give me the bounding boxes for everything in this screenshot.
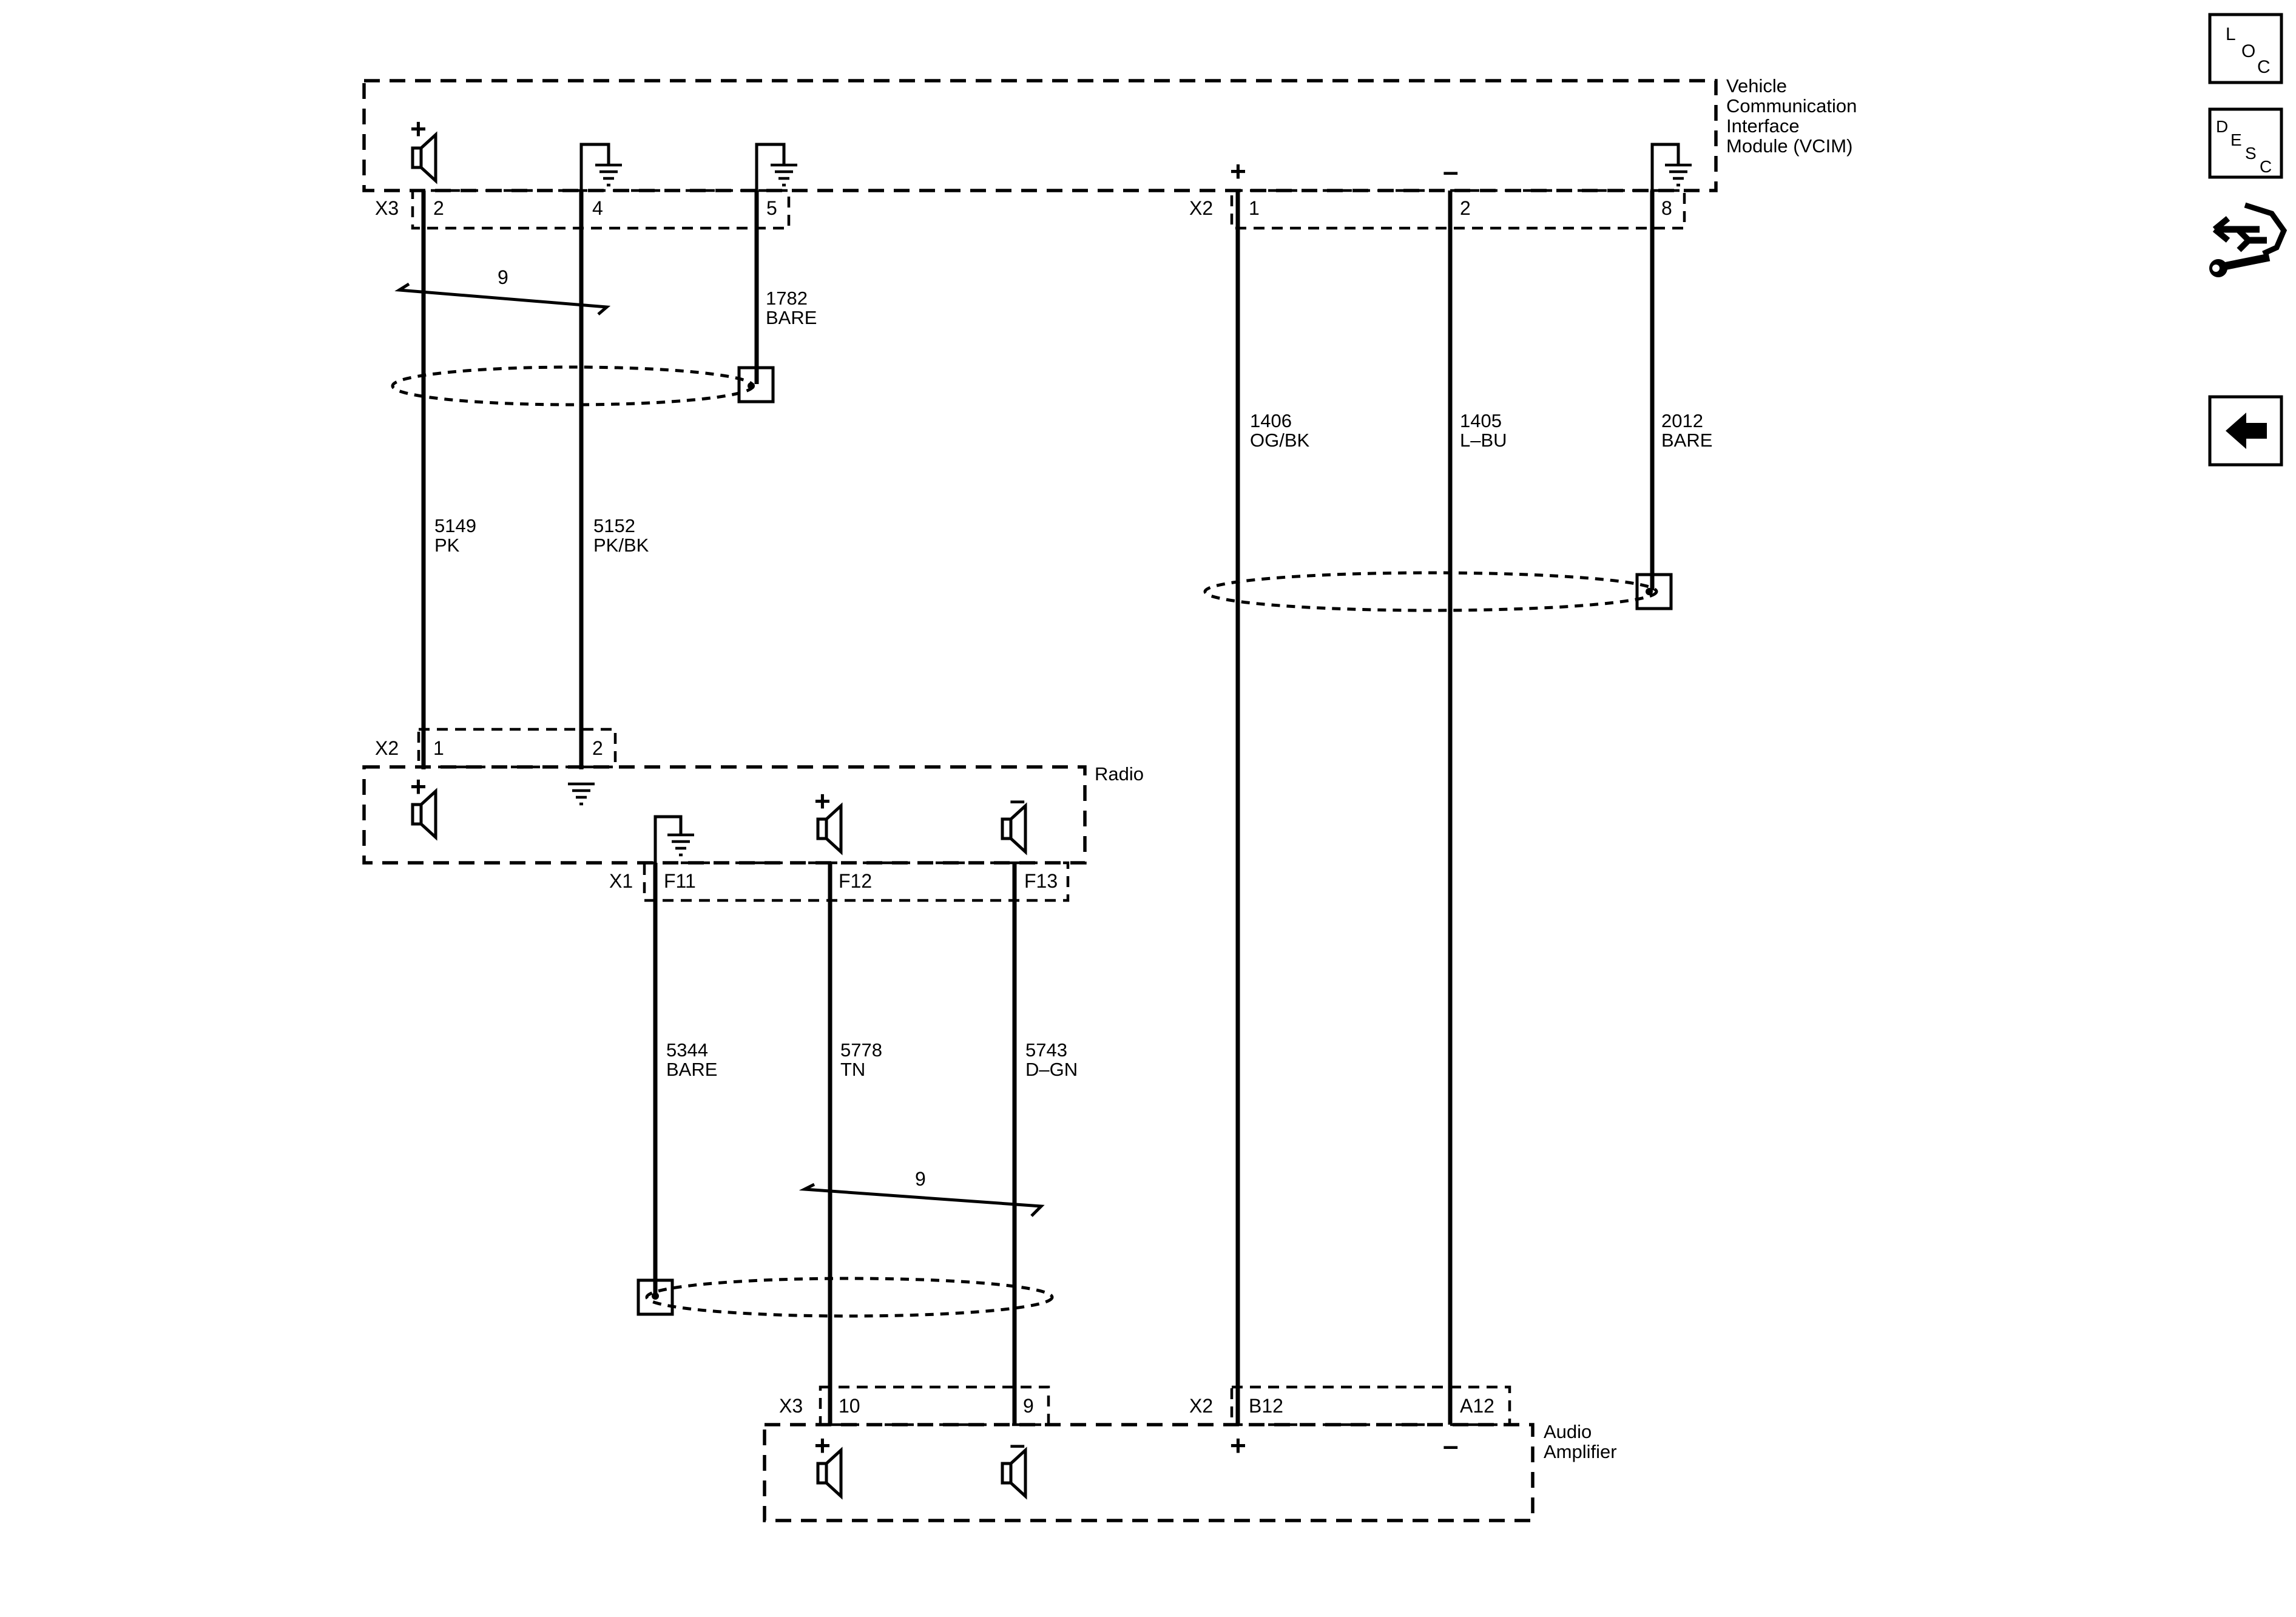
twist-count-lower: 9 <box>915 1168 926 1190</box>
vcim-module-outline <box>362 79 1718 192</box>
amp-x3-pin-9: 9 <box>1023 1395 1034 1417</box>
wire-1406-circuit: 1406 <box>1250 410 1292 431</box>
vcim-x3-id: X3 <box>375 197 399 219</box>
amp-speaker-plus-icon: + <box>814 1430 841 1496</box>
vcim-x3-connector: X3 2 4 5 <box>375 189 791 230</box>
wire-1782-circuit: 1782 <box>766 288 808 309</box>
amp-x2-connector: X2 B12 A12 <box>1189 1385 1511 1426</box>
vcim-can-minus-sign: – <box>1443 155 1459 187</box>
radio-out-plus-sign: + <box>814 785 831 817</box>
radio-x1-pin-f11: F11 <box>664 870 696 892</box>
vcim-module: Vehicle Communication Interface Module (… <box>362 75 1857 192</box>
vcim-x3-pin-5: 5 <box>766 197 777 219</box>
wire-1405-color: L–BU <box>1460 430 1507 451</box>
amp-x2-id: X2 <box>1189 1395 1213 1417</box>
desc-letter-3: S <box>2245 144 2257 163</box>
amp-module-outline <box>763 1423 1535 1522</box>
amp-can-plus-sign: + <box>1230 1430 1246 1461</box>
radio-x1-pin-f12: F12 <box>839 870 872 892</box>
loc-letter-2: O <box>2241 41 2255 61</box>
vcim-x2-pin-8: 8 <box>1661 197 1672 219</box>
amp-in-plus-sign: + <box>814 1430 831 1461</box>
vcim-x3-pin-4: 4 <box>592 197 603 219</box>
back-button[interactable] <box>2208 395 2283 467</box>
back-arrow-icon <box>2226 413 2267 449</box>
twist-count-upper: 9 <box>498 266 508 288</box>
vcim-name-line-3: Interface <box>1726 115 1800 137</box>
desc-letter-1: D <box>2216 117 2228 136</box>
vcim-speaker-plus-icon: + <box>410 113 436 181</box>
wire-1405-circuit: 1405 <box>1460 410 1502 431</box>
shield-drain-upper-left <box>391 365 775 407</box>
amp-x3-pin-10: 10 <box>839 1395 860 1417</box>
radio-module-outline <box>362 765 1087 865</box>
vcim-audio-plus-sign: + <box>410 113 427 144</box>
vcim-name-line-2: Communication <box>1726 95 1857 116</box>
wire-1782-color: BARE <box>766 307 817 328</box>
radio-out-minus-sign: – <box>1010 784 1025 815</box>
desc-button[interactable]: D E S C <box>2208 107 2283 179</box>
radio-in-plus-sign: + <box>410 771 427 802</box>
loc-letter-3: C <box>2257 57 2271 77</box>
wire-5149-color: PK <box>434 535 460 556</box>
amp-name-line-2: Amplifier <box>1544 1441 1617 1462</box>
desc-letter-4: C <box>2260 157 2272 176</box>
amp-name-line-1: Audio <box>1544 1421 1592 1442</box>
radio-speaker-minus-icon-f13: – <box>1002 784 1025 852</box>
amp-x2-pin-a12: A12 <box>1460 1395 1494 1417</box>
amp-x2-pin-b12: B12 <box>1249 1395 1283 1417</box>
wire-5778-color: TN <box>840 1059 865 1080</box>
radio-speaker-plus-icon: + <box>410 771 436 837</box>
vcim-can-plus-sign: + <box>1230 155 1246 187</box>
twisted-pair-marker-upper: 9 <box>394 266 611 316</box>
vcim-ground-icon-pin5 <box>755 143 797 191</box>
radio-x1-connector: X1 F11 F12 F13 <box>609 861 1070 902</box>
wire-5743-color: D–GN <box>1025 1059 1078 1080</box>
amp-x3-connector: X3 10 9 <box>779 1385 1050 1426</box>
radio-name: Radio <box>1095 763 1144 785</box>
connector-tool-icon[interactable] <box>2209 202 2288 277</box>
vcim-name-line-4: Module (VCIM) <box>1726 135 1852 157</box>
radio-ground-icon-f11 <box>653 815 694 893</box>
radio-x2-id: X2 <box>375 737 399 759</box>
vcim-x2-pin-1: 1 <box>1249 197 1260 219</box>
desc-letter-2: E <box>2230 130 2242 149</box>
wire-2012-color: BARE <box>1661 430 1712 451</box>
shield-drain-right <box>1203 571 1673 612</box>
radio-ground-icon-pin2 <box>568 784 595 804</box>
vcim-name-line-1: Vehicle <box>1726 75 1787 96</box>
vcim-x2-connector: X2 1 2 8 <box>1189 189 1686 230</box>
amp-can-minus-sign: – <box>1443 1430 1459 1461</box>
radio-x1-pin-f13: F13 <box>1024 870 1058 892</box>
radio-x2-pin-2: 2 <box>592 737 603 759</box>
vcim-x3-pin-2: 2 <box>433 197 444 219</box>
vcim-x2-id: X2 <box>1189 197 1213 219</box>
radio-x1-id: X1 <box>609 870 633 892</box>
loc-button[interactable]: L O C <box>2208 13 2283 84</box>
wire-1406-color: OG/BK <box>1250 430 1310 451</box>
wire-5743-circuit: 5743 <box>1025 1039 1067 1061</box>
wire-5152-color: PK/BK <box>593 535 649 556</box>
amp-speaker-minus-icon: – <box>1002 1428 1025 1496</box>
wire-5149-circuit: 5149 <box>434 515 476 536</box>
wire-5778-circuit: 5778 <box>840 1039 882 1061</box>
wire-5344-color: BARE <box>666 1059 717 1080</box>
wire-5152-circuit: 5152 <box>593 515 635 536</box>
radio-x2-pin-1: 1 <box>433 737 444 759</box>
amp-in-minus-sign: – <box>1010 1428 1025 1460</box>
vcim-ground-icon-pin4 <box>579 143 622 191</box>
shield-drain-lower <box>636 1277 1054 1318</box>
loc-letter-1: L <box>2226 24 2236 44</box>
audio-amplifier-module: Audio Amplifier + – + – <box>763 1421 1617 1522</box>
vcim-ground-icon-pin8 <box>1650 143 1692 191</box>
radio-speaker-plus-icon-f12: + <box>814 785 841 852</box>
vcim-x2-pin-2: 2 <box>1460 197 1471 219</box>
amp-x3-id: X3 <box>779 1395 803 1417</box>
twisted-pair-marker-lower: 9 <box>799 1168 1045 1217</box>
wire-2012-circuit: 2012 <box>1661 410 1703 431</box>
wire-5344-circuit: 5344 <box>666 1039 708 1061</box>
